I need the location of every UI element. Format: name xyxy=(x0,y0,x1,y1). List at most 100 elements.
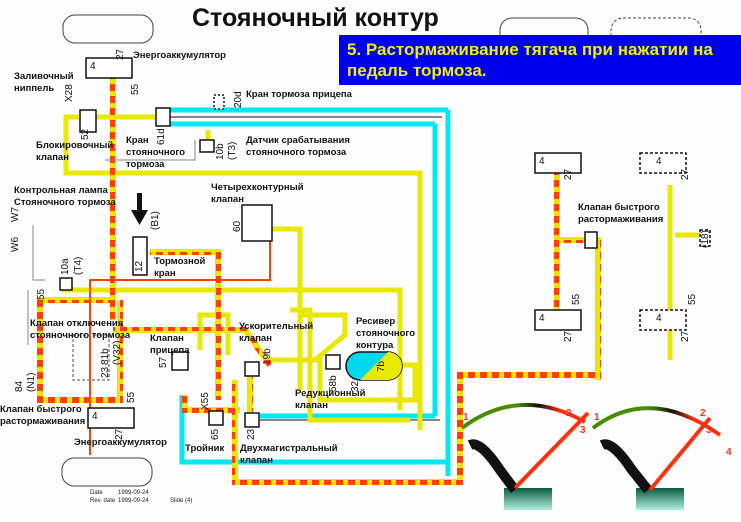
label-brake-valve-2: кран xyxy=(154,268,176,279)
page-title: Стояночный контур xyxy=(192,4,439,32)
thin-red-lines xyxy=(89,215,271,455)
shutoff-valve-dashed xyxy=(72,334,110,381)
label-filler-nipple-1: Заливочный xyxy=(14,71,74,82)
label-parking-brake-valve-1: Кран xyxy=(126,135,149,146)
code-23a: 23 xyxy=(100,366,111,378)
banner-line-2: педаль тормоза. xyxy=(347,61,487,80)
code-27f: 27 xyxy=(680,330,691,342)
code-x28: X28 xyxy=(64,84,75,102)
label-parking-sensor-1: Датчик срабатывания xyxy=(246,135,350,146)
trailer-brake-valve-dashed xyxy=(213,94,225,110)
code-27c: 27 xyxy=(563,168,574,180)
energy-accumulator-far-right-bottom xyxy=(639,309,687,331)
brake-valve-body xyxy=(132,236,148,276)
code-65: 65 xyxy=(210,428,221,440)
pedal-left-mark-2: 2 xyxy=(566,408,572,419)
footer-slide: Slide (4) xyxy=(170,498,193,504)
pedal-right-mark-4: 4 xyxy=(726,447,732,458)
energy-accumulator-far-right-top xyxy=(639,152,687,174)
quick-release-valve-right xyxy=(584,231,598,249)
label-parking-brake-valve-2: стояночного xyxy=(126,147,186,158)
pedal-left xyxy=(460,403,590,510)
tee-65 xyxy=(208,410,224,426)
pedal-left-mark-3: 3 xyxy=(580,425,586,436)
relay-valve xyxy=(244,361,260,377)
code-7b: 7b xyxy=(376,360,387,372)
code-w6: W6 xyxy=(10,237,21,252)
red-dashed-lines xyxy=(37,78,601,485)
label-shutoff-valve-1: Клапан отключения xyxy=(30,318,124,329)
blocking-valve xyxy=(79,109,97,133)
footer-date-value: 1999-09-24 xyxy=(118,490,149,496)
valve-18 xyxy=(699,229,711,247)
code-4d: 4 xyxy=(539,313,545,324)
label-two-line-valve-1: Двухмагистральный xyxy=(240,443,338,454)
lamp-switch-10a xyxy=(59,277,73,291)
code-19b: 19b xyxy=(262,348,273,365)
label-relay-valve-1: Ускорительный xyxy=(239,321,314,332)
code-27a: 27 xyxy=(115,48,126,60)
code-4a: 4 xyxy=(90,61,96,72)
label-reducing-valve-2: клапан xyxy=(295,400,328,411)
code-32: 32 xyxy=(350,380,361,392)
code-x55: X55 xyxy=(200,392,211,410)
label-quick-release-left-2: растормаживания xyxy=(0,416,86,427)
energy-accumulator-right-bottom xyxy=(534,309,582,331)
code-t4: (T4) xyxy=(73,256,84,275)
energy-accumulator-top xyxy=(85,57,133,79)
label-receiver-3: контура xyxy=(356,340,394,351)
energy-accumulator-right-top xyxy=(534,152,582,174)
four-circuit-valve xyxy=(241,204,273,242)
code-20d: 20d xyxy=(233,91,244,108)
cyan-lines xyxy=(170,107,451,476)
yellow-lines xyxy=(62,114,702,430)
code-n1: (N1) xyxy=(26,372,37,392)
footer-rev-value: 1999-09-24 xyxy=(118,498,149,504)
components xyxy=(59,57,711,429)
code-10a: 10a xyxy=(60,258,71,275)
code-27b: 27 xyxy=(114,428,125,440)
code-12: 12 xyxy=(134,260,145,272)
two-line-valve xyxy=(244,412,260,428)
label-shutoff-valve-2: стояночного тормоза xyxy=(30,330,131,341)
label-energy-accumulator-bottom: Энергоаккумулятор xyxy=(74,437,167,448)
pedal-right-mark-2: 2 xyxy=(700,408,706,419)
label-quick-release-left-1: Клапан быстрого xyxy=(0,404,82,415)
code-w7: W7 xyxy=(10,207,21,222)
label-receiver-1: Ресивер xyxy=(356,316,396,327)
trailer-valve xyxy=(171,351,189,371)
code-55e: 55 xyxy=(571,293,582,305)
label-energy-accumulator-top: Энергоаккумулятор xyxy=(133,50,226,61)
parking-receiver xyxy=(345,351,403,381)
code-10b: 10b xyxy=(215,143,226,160)
wheel-bottom-left xyxy=(61,457,153,487)
reducing-valve xyxy=(325,354,341,370)
code-4f: 4 xyxy=(656,313,662,324)
code-52: 52 xyxy=(80,128,91,140)
pedal-right-mark-1: 1 xyxy=(594,412,600,423)
footer-rev-label: Rev. date xyxy=(90,498,116,504)
code-18: (18) xyxy=(700,230,711,248)
code-55f: 55 xyxy=(687,293,698,305)
label-parking-brake-valve-3: тормоза xyxy=(126,159,165,170)
code-b1: (B1) xyxy=(150,211,161,230)
parking-brake-valve xyxy=(155,107,171,127)
pedal-arrow xyxy=(131,193,148,225)
label-relay-valve-2: клапан xyxy=(239,333,272,344)
code-27e: 27 xyxy=(680,168,691,180)
wheel-top-left xyxy=(62,14,154,44)
label-brake-valve-1: Тормозной xyxy=(154,256,206,267)
code-58b: 58b xyxy=(328,375,339,392)
code-81b: 81b xyxy=(100,348,111,365)
banner-line-1: 5. Растормаживание тягача при нажатии на xyxy=(347,40,713,59)
code-4b: 4 xyxy=(92,411,98,422)
code-v32: (V32) xyxy=(112,340,123,365)
electric-wires xyxy=(27,140,196,345)
pedal-right-mark-3: 3 xyxy=(706,425,712,436)
label-four-circuit-1: Четырехконтурный xyxy=(211,182,304,193)
code-55a: 55 xyxy=(130,83,141,95)
code-55b: 55 xyxy=(36,288,47,300)
label-four-circuit-2: клапан xyxy=(211,194,244,205)
label-quick-release-right-1: Клапан быстрого xyxy=(578,202,660,213)
